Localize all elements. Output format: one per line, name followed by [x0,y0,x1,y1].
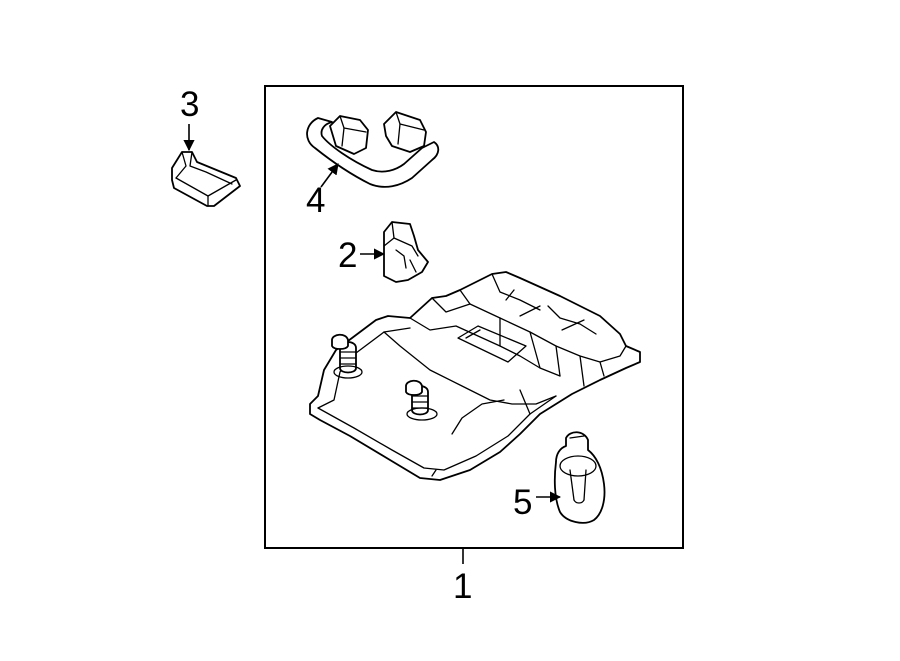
callout-4: 4 [306,181,325,220]
callout-5: 5 [513,483,532,522]
callout-2: 2 [338,236,357,275]
callout-4-leader [320,163,339,188]
lens-part [171,151,241,207]
bulb-part [553,431,606,524]
assembly-frame [264,85,684,549]
callout-3: 3 [180,85,199,124]
grab-handle-part [306,111,440,188]
callout-1: 1 [453,567,472,606]
overhead-console-part [309,271,641,481]
clip-part [383,221,429,283]
